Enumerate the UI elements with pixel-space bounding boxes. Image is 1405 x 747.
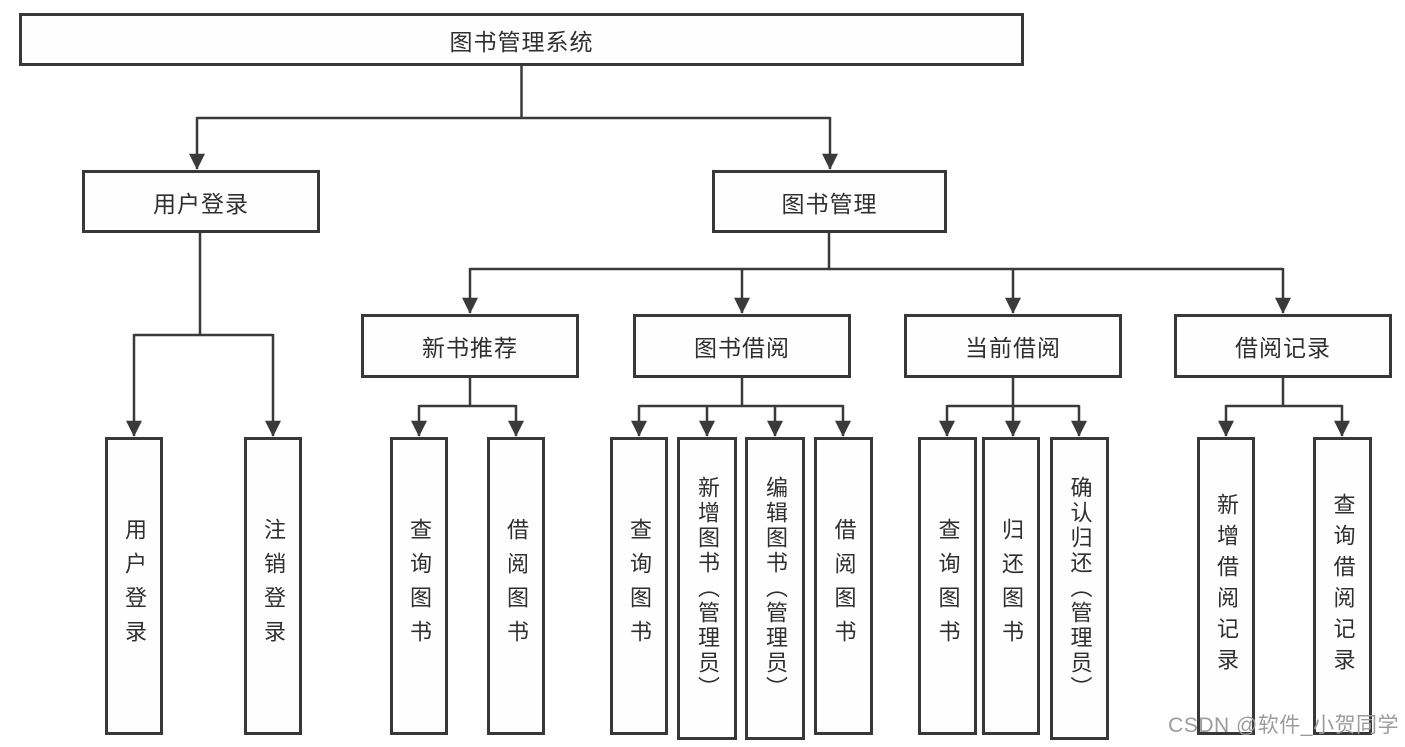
csdn-watermark: CSDN @软件_小贺同学 — [1168, 714, 1399, 737]
leaf-user-login: 用户登录 — [105, 437, 163, 735]
leaf-borrow-books-2: 借阅图书 — [814, 437, 873, 735]
node-new-book-recommend: 新书推荐 — [361, 314, 579, 378]
node-label: 当前借阅 — [965, 335, 1061, 361]
leaf-return-books: 归还图书 — [982, 437, 1040, 735]
node-label: 图书管理系统 — [449, 28, 594, 55]
node-label: 新书推荐 — [422, 335, 518, 361]
node-label: 图书借阅 — [694, 335, 790, 361]
node-borrow-records: 借阅记录 — [1174, 314, 1392, 378]
node-book-borrow: 图书借阅 — [633, 314, 851, 378]
leaf-query-books-3: 查询图书 — [918, 437, 977, 735]
node-label: 借阅记录 — [1235, 335, 1331, 361]
leaf-logout: 注销登录 — [244, 437, 302, 735]
leaf-borrow-books-1: 借阅图书 — [487, 437, 545, 735]
node-library-system: 图书管理系统 — [19, 13, 1024, 66]
leaf-query-books-2: 查询图书 — [610, 437, 668, 735]
leaf-query-books-1: 查询图书 — [390, 437, 448, 735]
node-book-management: 图书管理 — [712, 170, 947, 233]
leaf-query-borrow-record: 查询借阅记录 — [1313, 437, 1372, 735]
node-user-login: 用户登录 — [82, 170, 320, 233]
leaf-add-borrow-record: 新增借阅记录 — [1197, 437, 1255, 735]
node-label: 用户登录 — [153, 190, 249, 217]
node-current-borrow: 当前借阅 — [904, 314, 1122, 378]
leaf-add-books-admin: 新增图书（管理员） — [677, 437, 737, 740]
leaf-edit-books-admin: 编辑图书（管理员） — [745, 437, 805, 740]
leaf-confirm-return-admin: 确认归还（管理员） — [1050, 437, 1109, 740]
node-label: 图书管理 — [781, 190, 878, 217]
